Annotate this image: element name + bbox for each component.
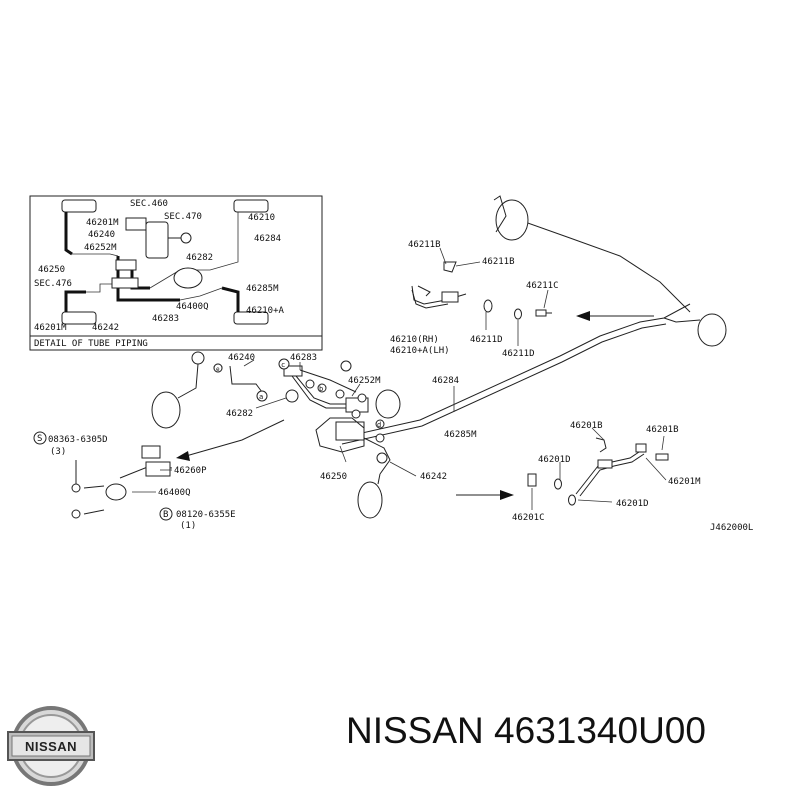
label-bolt-b: 08120-6355E (176, 510, 236, 520)
detail-box: DETAIL OF TUBE PIPING SEC.460 SEC.470 46… (29, 195, 323, 351)
main-tube-assembly: S B e a b c d (33, 195, 727, 521)
detail-label-46400q: 46400Q (176, 302, 209, 312)
callout-circles: S B e a b c d (33, 361, 381, 521)
label-46242: 46242 (420, 472, 447, 482)
detail-label-46283: 46283 (152, 314, 179, 324)
logo-text: NISSAN (25, 739, 77, 754)
callout-b2: b (319, 385, 323, 393)
label-bolt-b-qty: (1) (180, 521, 196, 531)
label-46211b-a: 46211B (408, 240, 441, 250)
callout-b: B (163, 510, 168, 520)
part-labels: 46211B 46211B 46211C 46210(RH) 46210+A(L… (48, 240, 753, 533)
detail-label-sec460: SEC.460 (130, 199, 168, 209)
label-46260p: 46260P (174, 466, 207, 476)
detail-label-46285m: 46285M (246, 284, 279, 294)
detail-label-46282: 46282 (186, 253, 213, 263)
label-46252m: 46252M (348, 376, 381, 386)
label-46400q: 46400Q (158, 488, 191, 498)
detail-label-sec470: SEC.470 (164, 212, 202, 222)
label-46211b-b: 46211B (482, 257, 515, 267)
detail-label-46240: 46240 (88, 230, 115, 240)
detail-label-46210: 46210 (248, 213, 275, 223)
detail-label-46250: 46250 (38, 265, 65, 275)
label-46210-rh: 46210(RH) (390, 335, 439, 345)
label-46211c: 46211C (526, 281, 559, 291)
label-46201b-b: 46201B (646, 425, 679, 435)
label-ref-code: J462000L (710, 523, 753, 533)
detail-label-46210a: 46210+A (246, 306, 285, 316)
label-46201m: 46201M (668, 477, 701, 487)
callout-c: c (281, 361, 285, 369)
label-bolt-s: 08363-6305D (48, 435, 108, 445)
label-46211d-b: 46211D (502, 349, 535, 359)
label-46284: 46284 (432, 376, 459, 386)
label-46282: 46282 (226, 409, 253, 419)
label-46201d-b: 46201D (616, 499, 649, 509)
label-46201b-a: 46201B (570, 421, 603, 431)
label-46201d-a: 46201D (538, 455, 571, 465)
label-46211d-a: 46211D (470, 335, 503, 345)
callout-s: S (37, 434, 42, 444)
callout-a: a (259, 393, 263, 401)
label-46201c: 46201C (512, 513, 545, 523)
detail-label-46242: 46242 (92, 323, 119, 333)
detail-caption: DETAIL OF TUBE PIPING (34, 339, 148, 349)
label-46283: 46283 (290, 353, 317, 363)
label-46285m: 46285M (444, 430, 477, 440)
detail-label-46252m: 46252M (84, 243, 117, 253)
label-46250: 46250 (320, 472, 347, 482)
label-46240: 46240 (228, 353, 255, 363)
nissan-logo: NISSAN (7, 706, 95, 786)
detail-label-46201m-top: 46201M (86, 218, 119, 228)
detail-label-46284: 46284 (254, 234, 281, 244)
detail-label-sec476: SEC.476 (34, 279, 72, 289)
part-number-title: NISSAN 4631340U00 (346, 710, 706, 751)
detail-label-46201m-bot: 46201M (34, 323, 67, 333)
label-46210-lh: 46210+A(LH) (390, 346, 450, 356)
callout-d: d (377, 421, 381, 429)
callout-e: e (216, 366, 220, 373)
label-bolt-s-qty: (3) (50, 447, 66, 457)
